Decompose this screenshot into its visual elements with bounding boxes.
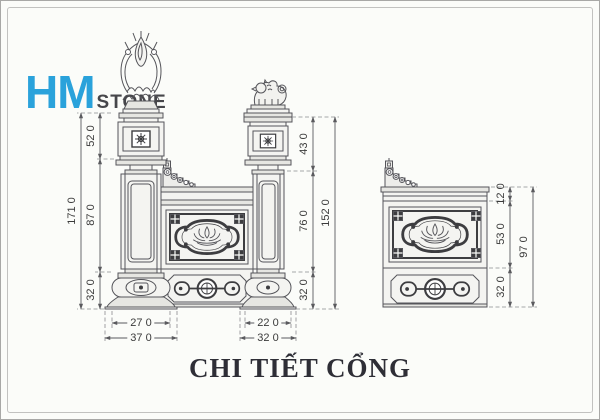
dim-pillar1-width-outer: 37 0 (127, 332, 155, 344)
dim-wall-base: 32 0 (495, 276, 507, 298)
lion-statue (250, 78, 287, 106)
dim-pillar1-width-inner: 27 0 (127, 317, 155, 329)
dim-pillar1-top: 52 0 (85, 125, 97, 147)
gate-wall-left (158, 157, 256, 308)
dim-wall-total-height: 97 0 (518, 236, 530, 258)
dim-pillar2-top: 43 0 (298, 133, 310, 155)
dimension-lines (77, 112, 537, 343)
secondary-pillar (239, 78, 297, 310)
dim-pillar2-base: 32 0 (298, 279, 310, 301)
dim-pillar2-shaft: 76 0 (298, 210, 310, 232)
corner-scroll-ornament (384, 157, 418, 188)
logo-hm-text: HM (25, 66, 96, 118)
lotus-finial (120, 31, 162, 101)
dim-pillar2-total-height: 152 0 (320, 199, 332, 227)
dim-pillar2-width-outer: 32 0 (254, 332, 282, 344)
corner-scroll-ornament (162, 157, 196, 188)
dim-pillar1-shaft: 87 0 (85, 204, 97, 226)
drawing-title: CHI TIẾT CỔNG (188, 353, 412, 383)
dim-wall-panel: 53 0 (495, 223, 507, 245)
dim-pillar1-base: 32 0 (85, 279, 97, 301)
dim-wall-top-band: 12 0 (495, 183, 507, 205)
dim-pillar2-width-inner: 22 0 (254, 317, 282, 329)
wall-section-right (380, 157, 490, 308)
main-pillar (104, 31, 178, 310)
dim-pillar1-total-height: 171 0 (66, 197, 78, 225)
